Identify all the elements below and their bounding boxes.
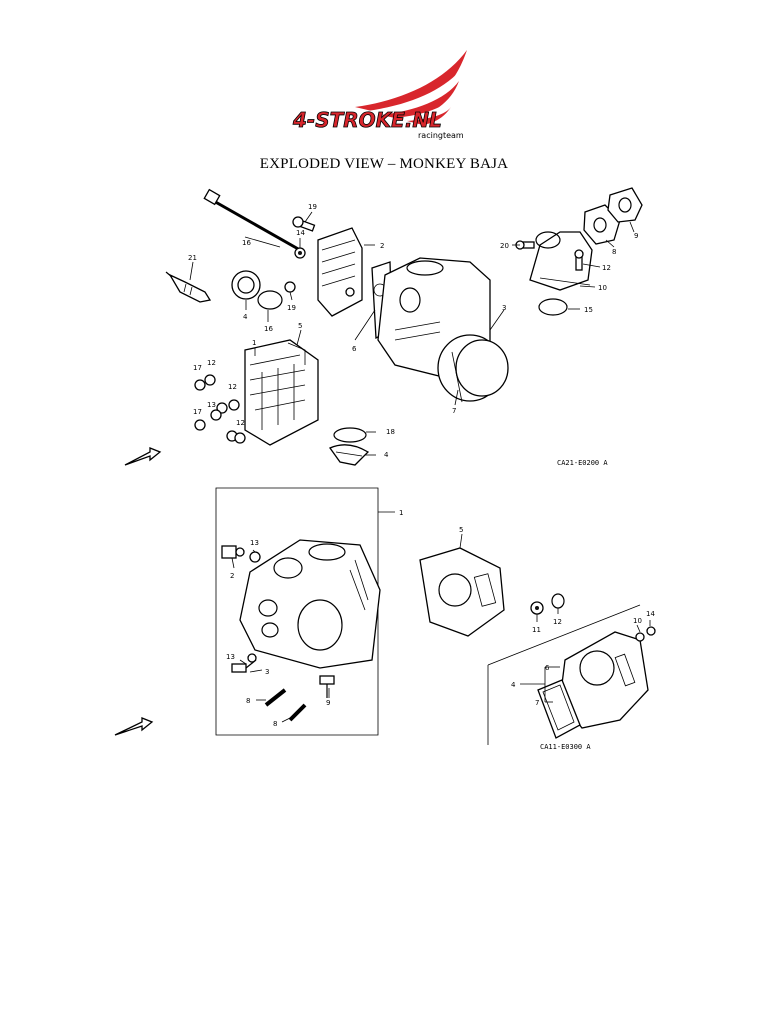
callout: 17: [193, 364, 202, 372]
bottom-callouts: 1 13 2 13 3 8 8 9 5 11 12 10 14 6 4 7: [226, 509, 655, 728]
lower-cap: [329, 427, 370, 466]
callout: 9: [634, 232, 638, 240]
callout: 17: [193, 408, 202, 416]
washer-14: [294, 247, 306, 259]
callout: 20: [500, 242, 509, 250]
callout: 12: [602, 264, 611, 272]
gasket-5: [419, 547, 505, 637]
callout: 12: [236, 419, 245, 427]
callout: 13: [207, 401, 216, 409]
cylinder-head-lower: [239, 539, 381, 669]
callout: 12: [228, 383, 237, 391]
callout: 21: [188, 254, 197, 262]
callout: 4: [243, 313, 248, 321]
washer-14b: [646, 626, 656, 636]
logo-wing-icon: [355, 50, 467, 125]
callout: 18: [386, 428, 395, 436]
callout: 8: [273, 720, 277, 728]
tappet-cap: [231, 270, 261, 300]
stud-3: [231, 653, 257, 673]
callout: 11: [532, 626, 541, 634]
callout: 4: [511, 681, 516, 689]
bottom-assembly: 1 13 2 13 3 8 8 9 5 11 12 10 14 6 4 7 CA…: [114, 487, 656, 751]
callout: 16: [242, 239, 251, 247]
callout: 19: [308, 203, 317, 211]
callout: 5: [459, 526, 463, 534]
callout: 8: [246, 697, 250, 705]
callout: 7: [452, 407, 456, 415]
o-ring: [257, 290, 283, 310]
callout: 19: [287, 304, 296, 312]
callout: 3: [502, 304, 506, 312]
callout: 14: [646, 610, 655, 618]
dowel-10: [635, 632, 645, 642]
front-arrow-icon: [114, 717, 154, 736]
callout: 6: [352, 345, 357, 353]
callout: 4: [384, 451, 389, 459]
base-gasket-6: [559, 631, 649, 729]
logo-subtext: racingteam: [418, 131, 464, 140]
diagram-code: CA21-E0200 A: [557, 459, 608, 467]
front-arrow-icon: [124, 447, 162, 466]
callout: 15: [584, 306, 593, 314]
callout: 7: [535, 699, 539, 707]
side-cover: [317, 227, 363, 317]
logo-text: 4-STROKE.NL: [292, 108, 442, 132]
callout: 8: [612, 248, 616, 256]
washer-13a: [249, 551, 261, 563]
callout: 1: [252, 339, 256, 347]
callout: 10: [633, 617, 642, 625]
bolt-9: [319, 675, 335, 698]
bolt-19: [292, 216, 316, 232]
intake-bolt-12: [574, 249, 584, 271]
callout: 13: [226, 653, 235, 661]
callout: 5: [298, 322, 302, 330]
callout: 14: [296, 229, 305, 237]
top-leader-lines: [189, 211, 635, 456]
callout: 3: [265, 668, 269, 676]
nuts-washers: [194, 374, 246, 444]
callout: 9: [326, 699, 330, 707]
racing-team-logo: 4-STROKE.NL racingteam: [292, 50, 467, 140]
washer-12: [551, 593, 565, 609]
assembly-bracket: [215, 487, 379, 736]
callout: 12: [207, 359, 216, 367]
bottom-leader-lines: [231, 533, 651, 723]
callout: 2: [380, 242, 384, 250]
base-box: [487, 604, 641, 745]
guide-part-2: [221, 545, 245, 559]
callout: 10: [598, 284, 607, 292]
top-assembly: 19 16 14 2 21 4 16 19 5 1 6 3 12 17 12 1…: [124, 187, 643, 467]
callout: 13: [250, 539, 259, 547]
page-title: EXPLODED VIEW – MONKEY BAJA: [259, 156, 509, 172]
callout: 2: [230, 572, 234, 580]
gasket-7: [537, 679, 581, 739]
nut-11: [530, 601, 544, 615]
callout: 6: [545, 664, 550, 672]
callout: 12: [553, 618, 562, 626]
callout: 1: [399, 509, 403, 517]
stud-bolt: [203, 188, 301, 252]
stud-8a: [264, 688, 287, 707]
stud-8b: [288, 703, 307, 722]
spark-plug: [165, 271, 212, 303]
callout: 16: [264, 325, 273, 333]
intake-manifold: [529, 231, 593, 291]
cylinder-base-gasket: [437, 334, 509, 403]
insulator-gaskets: [583, 187, 643, 245]
bolt-19b: [284, 281, 296, 293]
top-callouts: 19 16 14 2 21 4 16 19 5 1 6 3 12 17 12 1…: [188, 203, 638, 459]
diagram-code: CA11-E0300 A: [540, 743, 591, 751]
cylinder-head: [244, 339, 319, 446]
o-ring-15: [538, 298, 568, 316]
